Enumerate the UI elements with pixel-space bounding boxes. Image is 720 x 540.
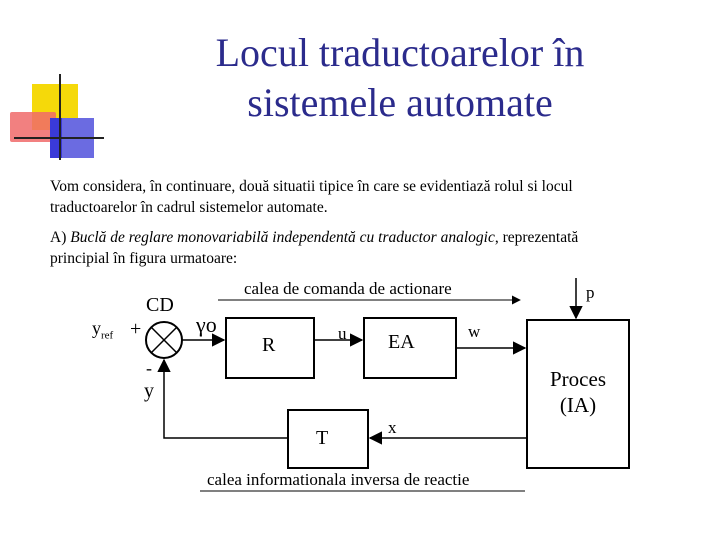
minus-sign: - xyxy=(146,358,152,378)
intro-line-2: traductoarelor în cadrul sistemelor auto… xyxy=(50,199,328,216)
process-block xyxy=(526,319,630,469)
case-a-line-2: principial în figura urmatoare: xyxy=(50,250,238,267)
feedback-arrow xyxy=(157,358,288,439)
process-output-label: x xyxy=(388,418,397,437)
error-signal-label: γo xyxy=(196,312,217,337)
reference-main: y xyxy=(92,318,101,338)
comparator-label: CD xyxy=(146,294,174,316)
feedback-path-label: calea informationala inversa de reactie xyxy=(207,470,470,489)
case-a-suffix: , reprezentată xyxy=(494,229,579,246)
command-signal-label: u xyxy=(338,324,347,343)
controller-label: R xyxy=(262,334,276,356)
title-line-2: sistemele automate xyxy=(247,80,553,125)
reference-sub: ref xyxy=(101,329,114,342)
forward-path-label: calea de comanda de actionare xyxy=(244,279,452,298)
process-label: Proces (IA) xyxy=(527,366,629,418)
intro-line-1: Vom considera, în continuare, două situa… xyxy=(50,178,573,195)
comparator xyxy=(145,321,183,359)
process-label-line-2: (IA) xyxy=(559,393,597,417)
disturbance-signal-label: p xyxy=(586,283,595,302)
feedback-signal-label: y xyxy=(144,380,154,402)
slide-title: Locul traductoarelor în sistemele automa… xyxy=(150,28,650,128)
case-a-prefix: A) xyxy=(50,229,71,246)
process-label-line-1: Proces xyxy=(550,367,606,391)
transducer-label: T xyxy=(316,427,329,449)
transducer-block xyxy=(287,409,369,469)
actuator-label: EA xyxy=(388,331,415,353)
case-a-line-1: A) Buclă de reglare monovariabilă indepe… xyxy=(50,227,700,248)
case-a-italic: Buclă de reglare monovariabilă independe… xyxy=(70,229,495,246)
actuation-signal-label: w xyxy=(468,322,481,341)
logo-decoration xyxy=(10,74,104,160)
logo-red-square xyxy=(10,112,56,142)
controller-block xyxy=(225,317,315,379)
reference-label: yref xyxy=(92,318,113,342)
plus-sign: + xyxy=(130,318,142,340)
intro-paragraph: Vom considera, în continuare, două situa… xyxy=(50,176,690,218)
actuator-block xyxy=(363,317,457,379)
title-line-1: Locul traductoarelor în xyxy=(215,30,585,75)
comparator-cross-b xyxy=(150,326,178,354)
case-a-paragraph: A) Buclă de reglare monovariabilă indepe… xyxy=(50,227,700,269)
